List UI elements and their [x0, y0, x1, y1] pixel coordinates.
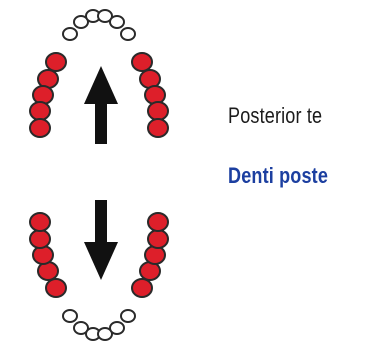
posterior-tooth — [30, 119, 50, 137]
caption-posterior-teeth-en: Posterior te — [228, 103, 322, 129]
posterior-tooth — [148, 119, 168, 137]
posterior-tooth — [30, 230, 50, 248]
anterior-tooth — [110, 16, 124, 28]
posterior-tooth — [148, 213, 168, 231]
posterior-tooth — [132, 279, 152, 297]
posterior-tooth — [46, 53, 66, 71]
posterior-tooth — [33, 246, 53, 264]
posterior-tooth — [148, 230, 168, 248]
posterior-tooth — [46, 279, 66, 297]
caption-posterior-teeth-it: Denti poste — [228, 163, 328, 189]
posterior-tooth — [33, 86, 53, 104]
posterior-tooth — [145, 86, 165, 104]
down-arrow-icon — [84, 200, 118, 280]
anterior-tooth — [121, 28, 135, 40]
posterior-tooth — [30, 102, 50, 120]
up-arrow-icon — [84, 66, 118, 144]
posterior-tooth — [148, 102, 168, 120]
dental-arch-diagram — [0, 0, 200, 349]
posterior-tooth — [145, 246, 165, 264]
anterior-tooth — [110, 322, 124, 334]
anterior-tooth — [63, 310, 77, 322]
anterior-tooth — [121, 310, 135, 322]
posterior-tooth — [30, 213, 50, 231]
posterior-tooth — [132, 53, 152, 71]
anterior-tooth — [63, 28, 77, 40]
